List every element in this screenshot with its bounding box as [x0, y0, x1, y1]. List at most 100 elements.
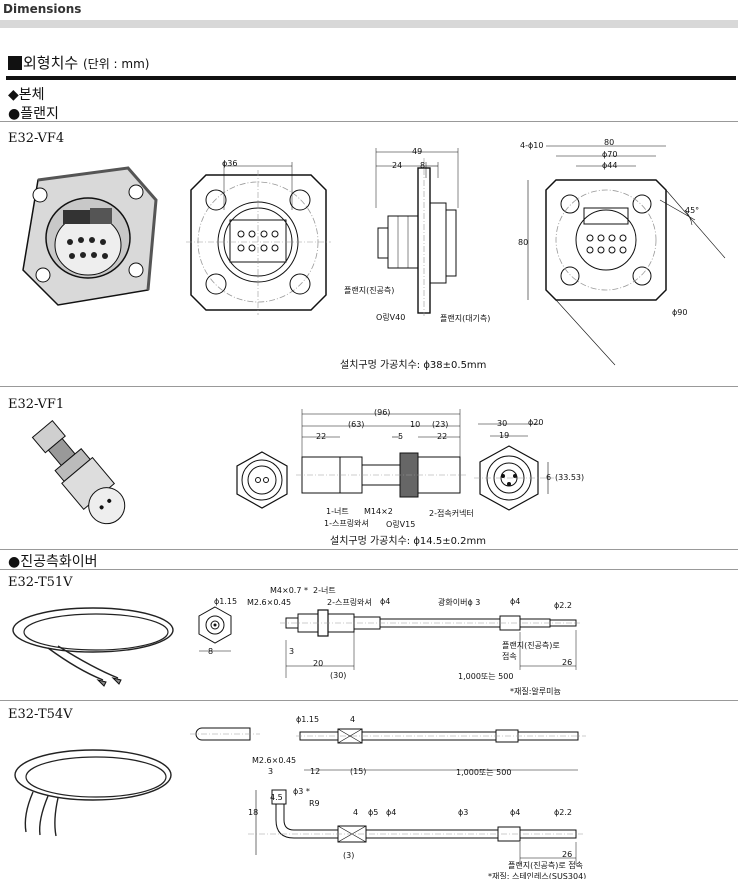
- dim-t54v-phi4a: ϕ4: [386, 808, 397, 817]
- vf1-side-view: [296, 409, 466, 498]
- dim-vf4-phi36: ϕ36: [222, 159, 238, 168]
- model-t51v: E32-T51V: [8, 575, 73, 590]
- divider-line: [0, 549, 738, 550]
- vf1-hex-end-view: [236, 451, 288, 509]
- square-bullet-icon: [8, 56, 22, 70]
- label-t51v-nut: 2-너트: [313, 586, 336, 595]
- dim-vf4-24: 24: [392, 161, 403, 170]
- dim-vf1-96: (96): [374, 408, 391, 417]
- divider-line: [0, 700, 738, 701]
- label-vf1-connector: 2-접속커넥터: [429, 509, 474, 518]
- t54v-tip-view: [190, 727, 260, 741]
- t54v-top-view: [296, 728, 586, 744]
- dim-vf4-8: 8: [420, 161, 426, 170]
- label-t51v-flange: 플랜지(진공측)로: [502, 641, 560, 650]
- vf4-front-view: [186, 162, 331, 315]
- dim-t51v-phi22: ϕ2.2: [554, 601, 572, 610]
- dim-t54v-r9: R9: [309, 799, 320, 808]
- dim-vf1-phi20: ϕ20: [528, 418, 544, 427]
- header-bar: Dimensions: [0, 0, 738, 20]
- dim-t54v-15: (15): [350, 767, 367, 776]
- dim-t51v-26: 26: [562, 658, 573, 667]
- vf1-photo: [31, 419, 126, 525]
- dim-vf1-23: (23): [432, 420, 449, 429]
- label-t51v-m26: M2.6×0.45: [247, 598, 292, 607]
- label-vf1-spring: 1-스프링와셔: [324, 519, 369, 528]
- dim-vf1-3353: (33.53): [555, 473, 585, 482]
- vf4-flange-view: [527, 145, 726, 366]
- label-t51v-connect: 접속: [502, 652, 517, 661]
- dim-vf4-phi44: ϕ44: [602, 161, 618, 170]
- dim-t54v-18: 18: [248, 808, 259, 817]
- dim-vf1-63: (63): [348, 420, 365, 429]
- dim-t54v-4b: 4: [353, 808, 359, 817]
- dim-t51v-8: 8: [208, 647, 214, 656]
- dim-vf1-30: 30: [497, 419, 508, 428]
- label-vf1-nut: 1-너트: [326, 507, 349, 516]
- vf1-end-view: [474, 423, 554, 511]
- dim-t54v-phi22: ϕ2.2: [554, 808, 572, 817]
- dim-t54v-phi115: ϕ1.15: [296, 715, 320, 724]
- vf4-side-view: [375, 148, 459, 316]
- t51v-side-view: [280, 609, 580, 678]
- divider-line: [0, 121, 738, 122]
- model-t54v: E32-T54V: [8, 707, 73, 722]
- section-unit: (단위 : mm): [82, 57, 150, 71]
- dim-t51v-phi4a: ϕ4: [380, 597, 391, 606]
- dim-t54v-4: 4: [350, 715, 356, 724]
- section-heading: 외형치수 (단위 : mm): [8, 52, 149, 73]
- dim-t54v-3: 3: [268, 767, 274, 776]
- label-vf4-oring: O링V40: [376, 313, 406, 322]
- divider-line: [0, 569, 738, 570]
- dim-t54v-3b: (3): [343, 851, 355, 860]
- dim-t51v-20: 20: [313, 659, 324, 668]
- label-t51v-fiber: 광화이버ϕ 3: [438, 598, 481, 607]
- label-t51v-m4: M4×0.7 *: [270, 586, 308, 595]
- body-heading: ◆본체: [8, 87, 45, 103]
- t51v-photo: [12, 607, 174, 687]
- dim-t51v-length: 1,000또는 500: [458, 672, 514, 681]
- dim-vf1-19: 19: [499, 431, 510, 440]
- dim-t54v-45: 4.5: [270, 793, 283, 802]
- dim-t51v-30: (30): [330, 671, 347, 680]
- label-t51v-spring: 2-스프링와셔: [327, 598, 372, 607]
- dim-vf1-22b: 22: [437, 432, 448, 441]
- section-title: 외형치수: [23, 54, 79, 72]
- label-vf1-oring: O링V15: [386, 520, 416, 529]
- dim-t54v-length: 1,000또는 500: [456, 768, 512, 777]
- label-vf1-m14: M14×2: [364, 507, 393, 516]
- vf4-photo: [22, 166, 158, 306]
- dim-t54v-phi3star: ϕ3 *: [293, 787, 310, 796]
- dim-vf4-45deg: 45°: [685, 206, 700, 215]
- dim-t51v-phi115: ϕ1.15: [214, 597, 238, 606]
- label-t54v-m26: M2.6×0.45: [252, 756, 297, 765]
- vf4-install-note: 설치구멍 가공치수: ϕ38±0.5mm: [340, 360, 487, 371]
- dim-vf1-22a: 22: [316, 432, 327, 441]
- dim-vf4-phi90: ϕ90: [672, 308, 688, 317]
- label-vf4-flange-vacuum: 플랜지(진공측): [344, 286, 395, 295]
- model-vf4: E32-VF4: [8, 131, 65, 146]
- t54v-photo: [14, 749, 172, 837]
- vf1-install-note: 설치구멍 가공치수: ϕ14.5±0.2mm: [330, 536, 486, 547]
- header-divider: [0, 20, 738, 28]
- divider-line: [0, 386, 738, 387]
- dim-vf4-49: 49: [412, 147, 423, 156]
- t51v-material-note: *재질:알루미늄: [510, 687, 561, 696]
- dim-t54v-26: 26: [562, 850, 573, 859]
- dim-vf4-phi70: ϕ70: [602, 150, 618, 159]
- page-title: Dimensions: [3, 2, 82, 16]
- dim-vf1-5: 5: [398, 432, 404, 441]
- flange-heading: ●플랜지: [8, 106, 59, 122]
- fiber-heading: ●진공측화이버: [8, 554, 98, 570]
- t54v-side-view: [248, 769, 583, 865]
- dim-vf4-80-vertical: 80: [518, 238, 529, 247]
- dim-t54v-phi5: ϕ5: [368, 808, 379, 817]
- dim-t54v-phi3: ϕ3: [458, 808, 469, 817]
- dim-t51v-phi4b: ϕ4: [510, 597, 521, 606]
- model-vf1: E32-VF1: [8, 397, 65, 412]
- dim-t54v-phi4b: ϕ4: [510, 808, 521, 817]
- dim-vf4-80: 80: [604, 138, 615, 147]
- t51v-end-view: [198, 606, 232, 652]
- dim-vf4-4phi10: 4-ϕ10: [520, 141, 544, 150]
- label-vf4-flange-air: 플랜지(대기측): [440, 314, 491, 323]
